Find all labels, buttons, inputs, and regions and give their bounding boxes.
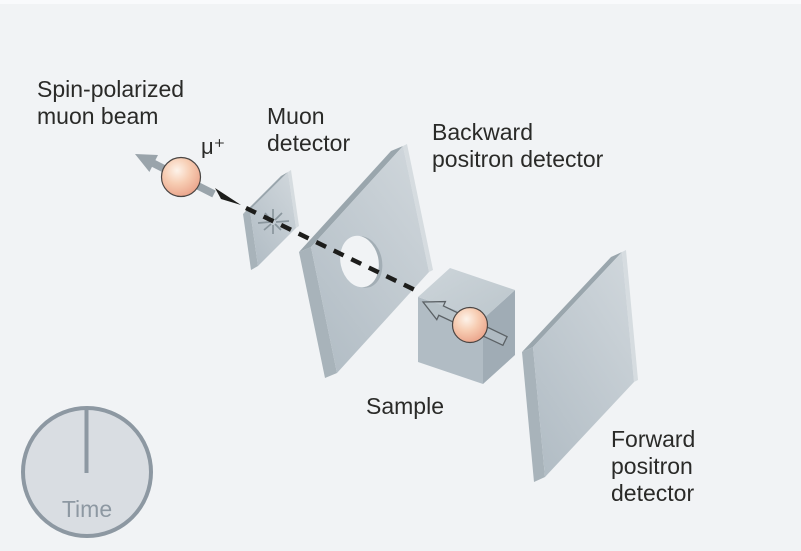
label-forward-positron-detector: Forward positron detector xyxy=(611,426,695,507)
muon-beam-path xyxy=(215,188,418,294)
forward-positron-detector-panel xyxy=(522,250,638,482)
clock-icon xyxy=(21,406,153,538)
label-line: Forward xyxy=(611,426,696,452)
label-line: detector xyxy=(611,480,695,506)
label-line: positron detector xyxy=(432,146,604,172)
label-line: positron xyxy=(611,453,693,479)
label-spin-polarized-muon-beam: Spin-polarized muon beam xyxy=(37,76,184,130)
label-backward-positron-detector: Backward positron detector xyxy=(432,119,603,173)
beam-hole xyxy=(340,235,383,288)
muon-sphere-icon xyxy=(160,156,202,198)
label-line: Spin-polarized xyxy=(37,76,185,102)
label-muon-symbol: μ⁺ xyxy=(201,134,226,159)
label-sample: Sample xyxy=(366,393,444,419)
top-strip xyxy=(0,0,801,4)
beam-arrowhead-icon xyxy=(215,188,241,205)
sample-muon-sphere-icon xyxy=(451,306,489,344)
label-time: Time xyxy=(61,496,113,522)
label-line: muon beam xyxy=(37,103,159,129)
label-line: Backward xyxy=(432,119,533,145)
scintillation-star-icon xyxy=(257,209,290,234)
label-muon-detector: Muon detector xyxy=(267,103,350,157)
label-line: detector xyxy=(267,130,351,156)
label-line: Muon xyxy=(267,103,325,129)
backward-positron-detector-panel xyxy=(299,144,433,378)
